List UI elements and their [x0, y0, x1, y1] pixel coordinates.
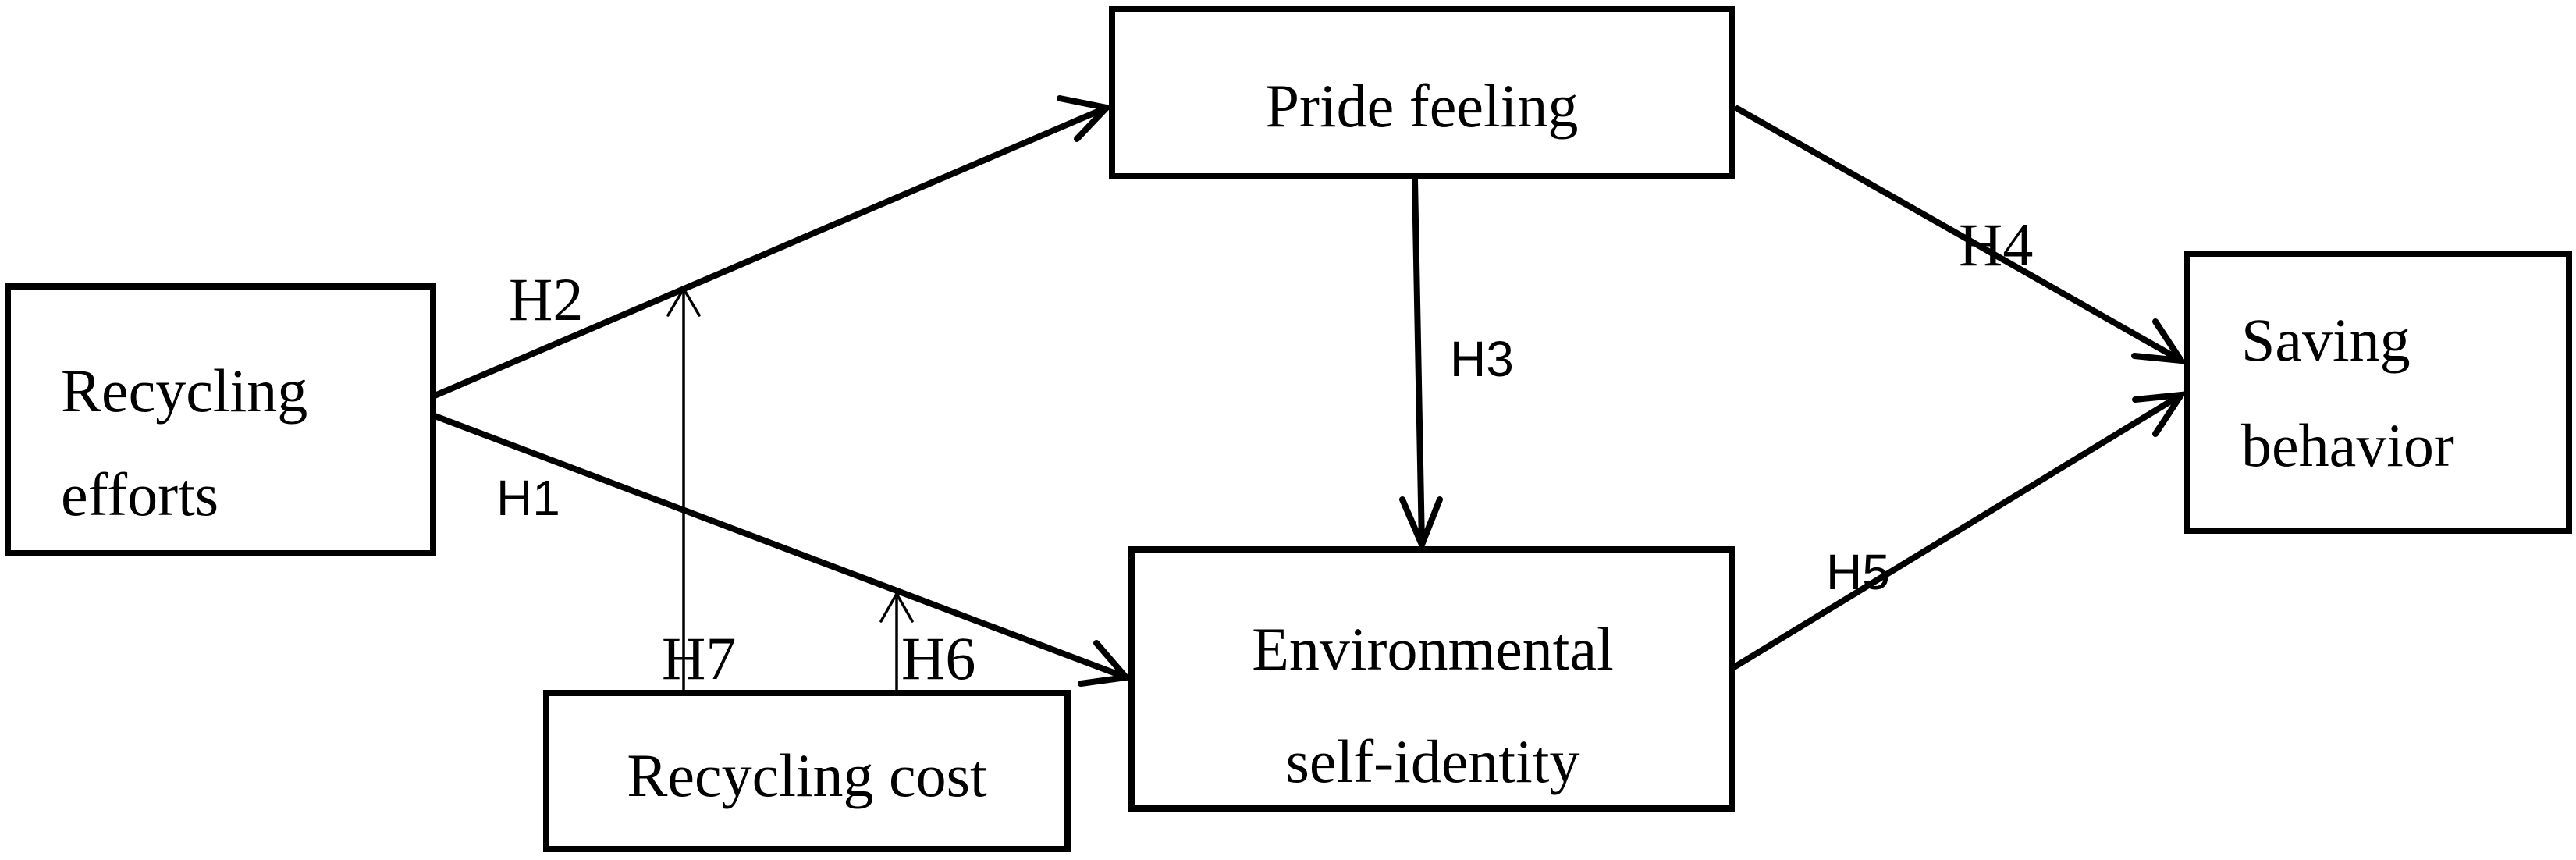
node-label-line1: Environmental [1252, 615, 1614, 683]
node-recycling-cost: Recycling cost [543, 690, 1071, 852]
arrow-h3-pride-to-identity [1399, 176, 1443, 553]
node-environmental-self-identity: Environmental self-identity [1128, 546, 1735, 812]
arrow-h4-pride-to-saving [1734, 105, 2187, 364]
node-label-line2: behavior [2241, 411, 2454, 479]
node-label: Pride feeling [1266, 72, 1579, 140]
node-label-line1: Recycling [61, 357, 307, 425]
label-h2: H2 [509, 265, 583, 333]
label-h6: H6 [901, 624, 975, 692]
node-label: Recycling cost [627, 741, 987, 809]
node-recycling-efforts: Recycling efforts [5, 283, 436, 556]
node-saving-behavior: Saving behavior [2184, 251, 2572, 534]
arrow-h2-efforts-to-pride [432, 95, 1113, 399]
label-h3: H3 [1450, 331, 1514, 387]
arrow-h7-cost-to-h2-path [666, 286, 701, 695]
arrow-h5-identity-to-saving [1731, 391, 2187, 670]
label-h1: H1 [496, 470, 560, 526]
label-h5: H5 [1826, 544, 1890, 600]
node-label-line1: Saving [2241, 306, 2411, 374]
node-pride-feeling: Pride feeling [1109, 6, 1735, 179]
label-h7: H7 [662, 624, 736, 692]
arrow-h1-efforts-to-identity [432, 413, 1132, 687]
label-h4: H4 [1959, 211, 2033, 279]
node-label-line2: efforts [61, 460, 219, 528]
arrow-h6-cost-to-h1-path [879, 591, 914, 695]
node-label-line2: self-identity [1286, 727, 1580, 795]
